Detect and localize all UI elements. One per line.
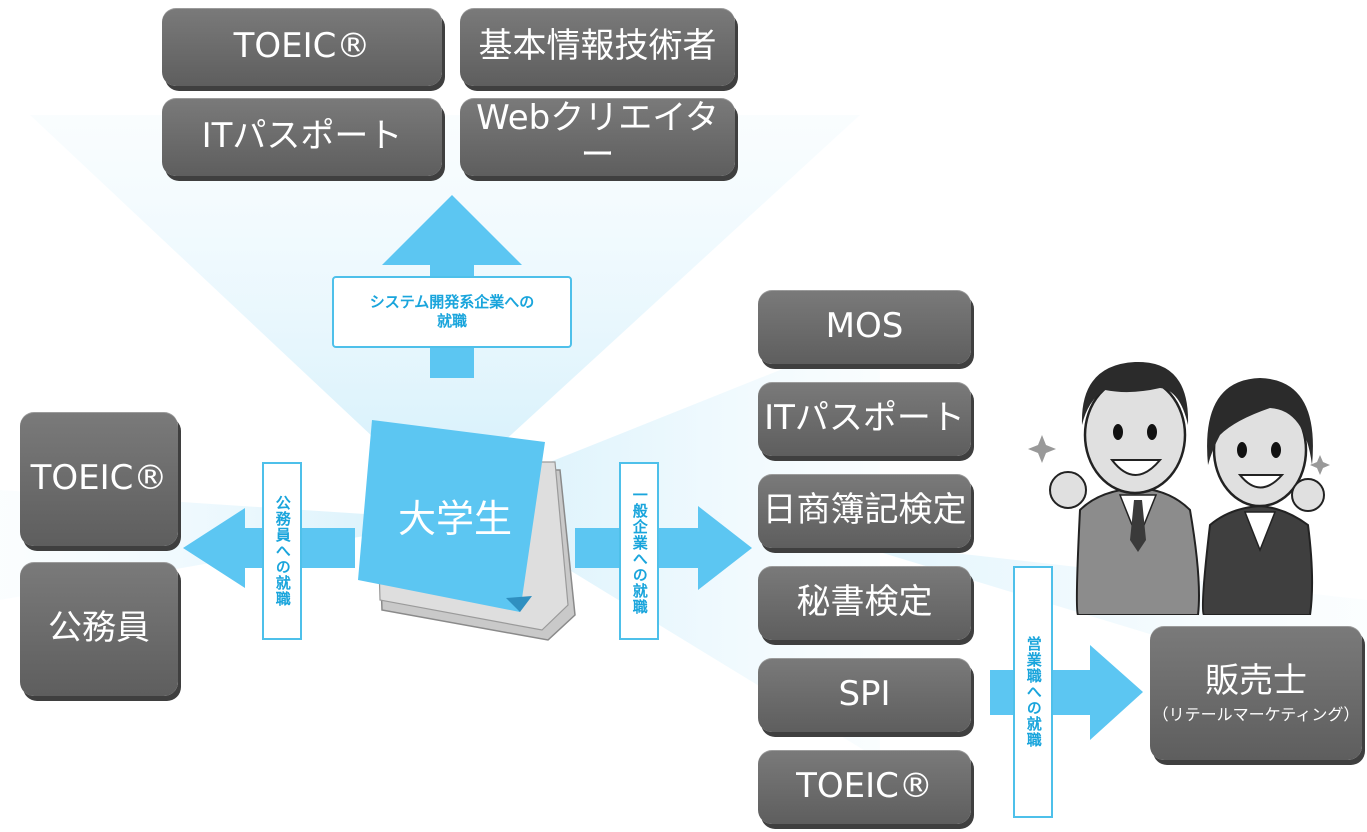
businesswoman-icon	[1201, 378, 1325, 615]
sales-cert-sub: （リテールマーケティング）	[1152, 704, 1360, 724]
book-graphic	[358, 420, 576, 641]
center-label: 大学生	[397, 497, 512, 541]
sparkle-icon	[1310, 455, 1330, 475]
top-cert-toeic: TOEIC®	[162, 8, 442, 86]
right-cert-toeic: TOEIC®	[758, 750, 971, 824]
sales-cert-title: 販売士	[1205, 660, 1307, 701]
right-cert-boki: 日商簿記検定	[758, 474, 971, 548]
businesspeople-illustration	[1028, 361, 1330, 615]
left-cert-koumuin: 公務員	[20, 562, 178, 696]
top-cert-fe: 基本情報技術者	[460, 8, 735, 86]
right-cert-spi: SPI	[758, 658, 971, 732]
sparkle-icon	[1028, 435, 1056, 463]
arrow-right	[575, 506, 752, 590]
route-label-sales: 営業職への就職	[1013, 566, 1053, 818]
right-cert-hisho: 秘書検定	[758, 566, 971, 640]
route-label-general: 一般企業への就職	[619, 462, 659, 640]
sales-cert: 販売士 （リテールマーケティング）	[1150, 626, 1362, 760]
arrow-sales	[990, 645, 1143, 740]
right-cert-itpass: ITパスポート	[758, 382, 971, 456]
right-cert-mos: MOS	[758, 290, 971, 364]
businessman-icon	[1049, 361, 1200, 615]
top-cert-web: Webクリエイター	[460, 98, 735, 176]
route-label-public: 公務員への就職	[262, 462, 302, 640]
left-cert-toeic: TOEIC®	[20, 412, 178, 546]
route-label-system: システム開発系企業への就職	[332, 276, 572, 348]
top-cert-itpass: ITパスポート	[162, 98, 442, 176]
